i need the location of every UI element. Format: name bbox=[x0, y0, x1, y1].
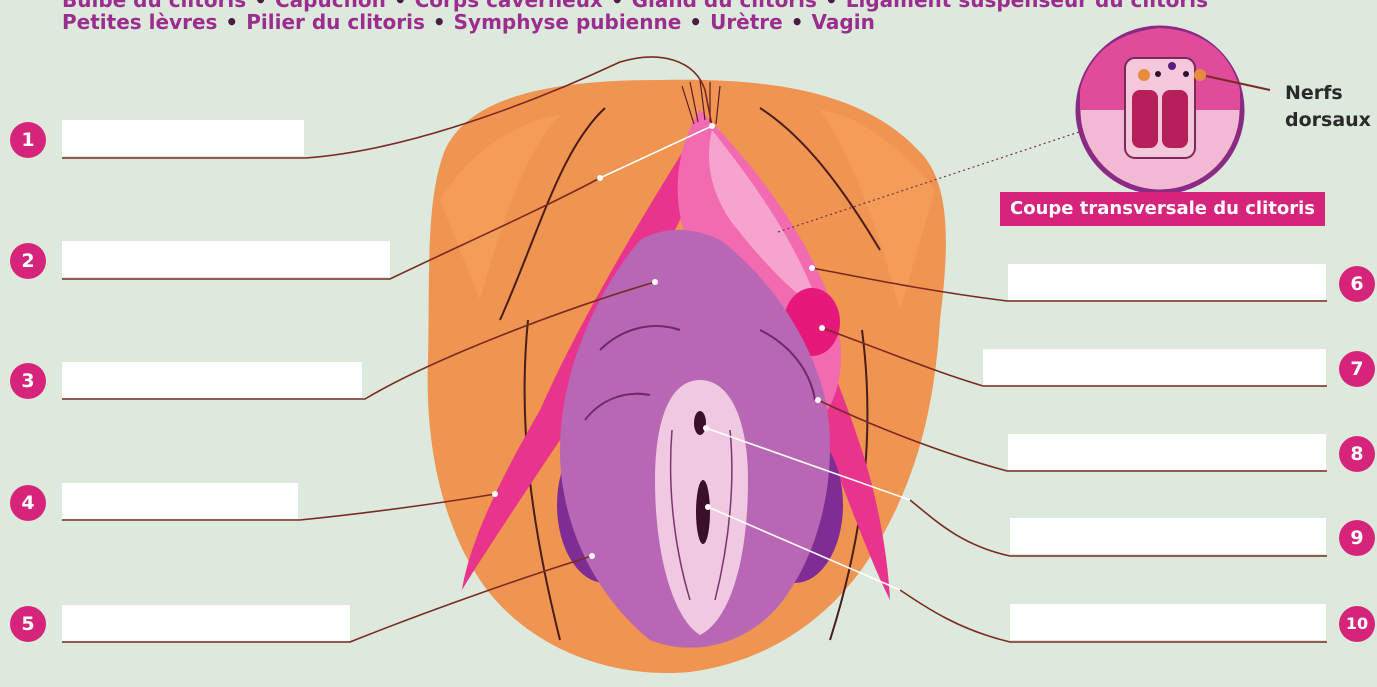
answer-field-7[interactable] bbox=[983, 349, 1326, 385]
answer-field-9[interactable] bbox=[1010, 518, 1326, 554]
number-badge-6: 6 bbox=[1339, 266, 1375, 302]
answer-field-2[interactable] bbox=[62, 241, 390, 277]
answer-field-4[interactable] bbox=[62, 483, 298, 519]
nerve-label-line-2: dorsaux bbox=[1285, 107, 1371, 134]
urethra-shape bbox=[694, 411, 706, 435]
answer-field-1[interactable] bbox=[62, 120, 304, 156]
cross-section-caption: Coupe transversale du clitoris bbox=[1000, 192, 1325, 226]
number-badge-8: 8 bbox=[1339, 436, 1375, 472]
number-badge-9: 9 bbox=[1339, 520, 1375, 556]
answer-field-8[interactable] bbox=[1008, 434, 1326, 470]
nerve-label-line-1: Nerfs bbox=[1285, 80, 1371, 107]
answer-field-6[interactable] bbox=[1008, 264, 1326, 300]
cross-section-inset bbox=[1078, 28, 1270, 192]
answer-field-10[interactable] bbox=[1010, 604, 1326, 640]
answer-field-5[interactable] bbox=[62, 605, 350, 641]
number-badge-5: 5 bbox=[10, 606, 46, 642]
number-badge-1: 1 bbox=[10, 122, 46, 158]
vaginal-opening-shape bbox=[696, 480, 710, 544]
number-badge-7: 7 bbox=[1339, 351, 1375, 387]
number-badge-2: 2 bbox=[10, 243, 46, 279]
number-badge-3: 3 bbox=[10, 363, 46, 399]
answer-field-3[interactable] bbox=[62, 362, 362, 398]
number-badge-10: 10 bbox=[1339, 606, 1375, 642]
nerve-label: Nerfs dorsaux bbox=[1285, 80, 1371, 134]
number-badge-4: 4 bbox=[10, 485, 46, 521]
